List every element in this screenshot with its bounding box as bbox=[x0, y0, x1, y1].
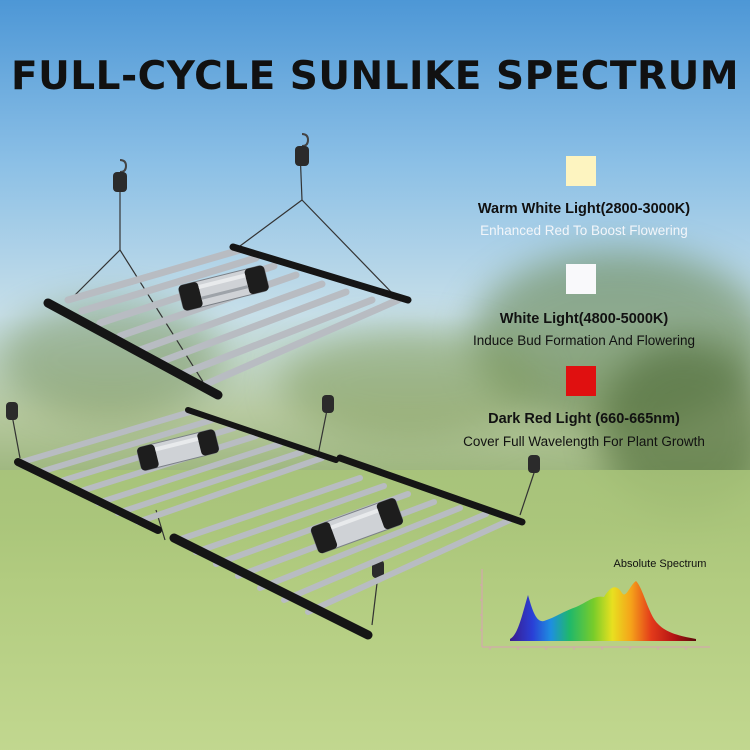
grow-light-bottom-right bbox=[169, 454, 540, 640]
spectrum-curve bbox=[510, 581, 696, 641]
feature-title-white: White Light(4800-5000K) bbox=[499, 311, 669, 327]
grow-light-bottom-left bbox=[6, 395, 339, 541]
warm-white-swatch bbox=[566, 156, 596, 186]
grow-light-top bbox=[43, 133, 412, 400]
feature-desc-dark-red: Cover Full Wavelength For Plant Growth bbox=[463, 434, 705, 449]
feature-title-dark-red: Dark Red Light (660-665nm) bbox=[488, 411, 680, 427]
white-light-swatch bbox=[566, 264, 596, 294]
spectrum-title: Absolute Spectrum bbox=[613, 558, 707, 570]
feature-desc-warm-white: Enhanced Red To Boost Flowering bbox=[480, 223, 688, 238]
page-title: FULL-CYCLE SUNLIKE SPECTRUM bbox=[10, 54, 740, 99]
background-tree bbox=[280, 330, 540, 440]
feature-desc-white: Induce Bud Formation And Flowering bbox=[472, 333, 696, 348]
dark-red-swatch bbox=[566, 366, 596, 396]
spectrum-graph bbox=[480, 569, 710, 650]
feature-title-warm-white: Warm White Light(2800-3000K) bbox=[477, 201, 691, 217]
